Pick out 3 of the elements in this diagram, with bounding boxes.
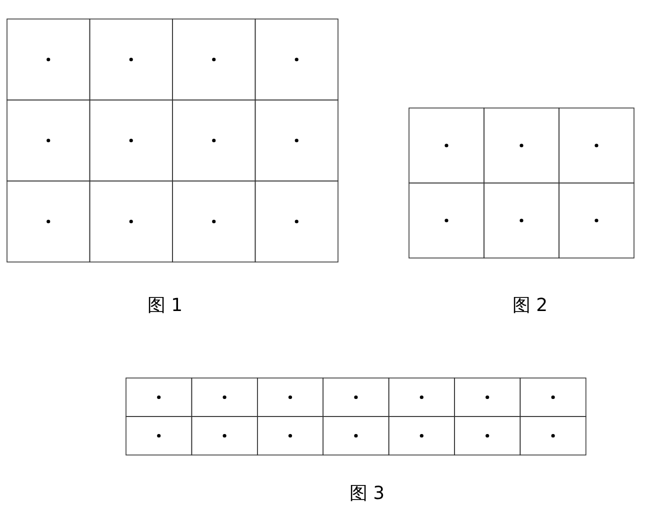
figure-caption: 图 3	[349, 482, 385, 505]
figure-caption: 图 2	[512, 294, 548, 317]
figure-caption: 图 1	[147, 294, 183, 317]
